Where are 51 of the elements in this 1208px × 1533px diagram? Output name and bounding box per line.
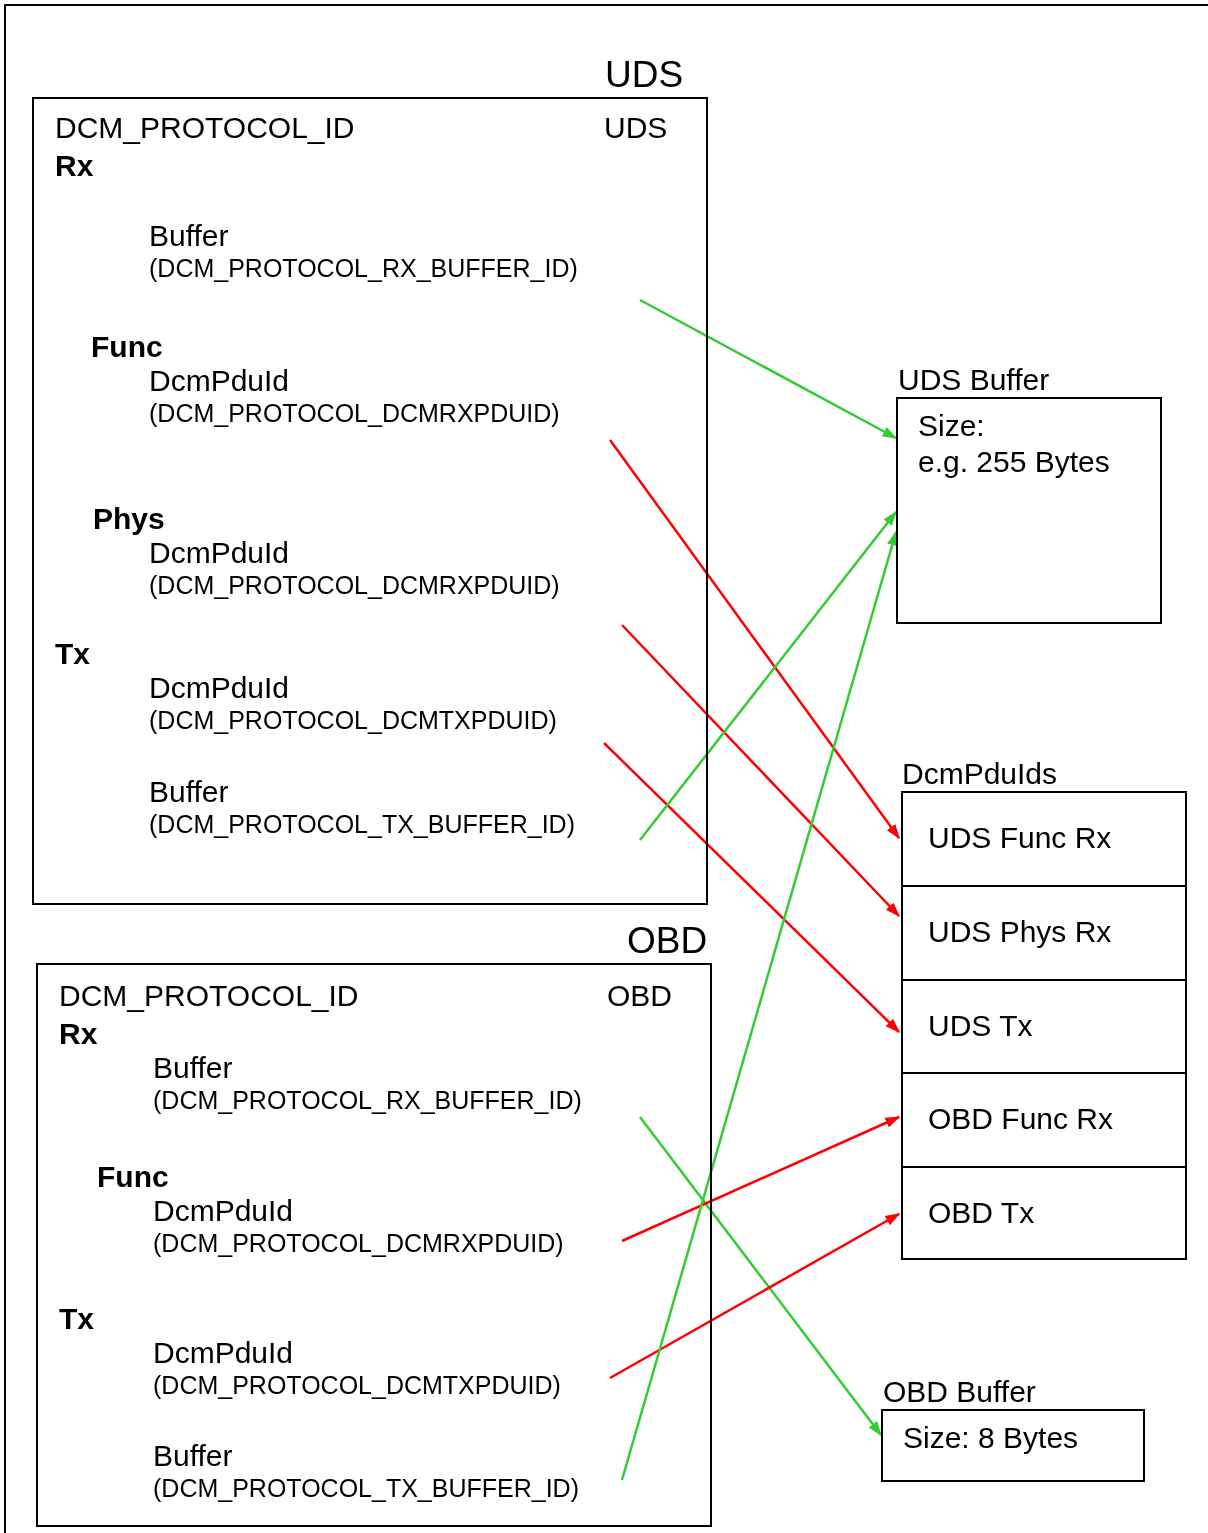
arrow xyxy=(609,439,900,840)
entry-id: (DCM_PROTOCOL_DCMRXPDUID) xyxy=(153,1228,564,1258)
arrow xyxy=(639,510,897,841)
entry-name: DcmPduId xyxy=(149,364,290,399)
entry-id: (DCM_PROTOCOL_RX_BUFFER_ID) xyxy=(149,253,578,283)
field-value: UDS xyxy=(604,111,668,146)
box-heading: UDS Buffer xyxy=(898,363,1050,398)
entry-id: (DCM_PROTOCOL_TX_BUFFER_ID) xyxy=(153,1473,579,1503)
entry-id: (DCM_PROTOCOL_DCMTXPDUID) xyxy=(149,705,557,735)
section-heading: Phys xyxy=(93,502,165,537)
field-label: DCM_PROTOCOL_ID xyxy=(59,979,359,1014)
arrow xyxy=(621,624,901,918)
arrow xyxy=(609,1212,901,1380)
box-heading: OBD Buffer xyxy=(883,1375,1036,1410)
box-heading: DcmPduIds xyxy=(902,757,1058,792)
entry-name: Buffer xyxy=(149,775,229,810)
row-label: UDS Tx xyxy=(928,1008,1033,1044)
size-text: Size: xyxy=(918,409,985,444)
entry-name: Buffer xyxy=(149,219,229,254)
entry-id: (DCM_PROTOCOL_DCMRXPDUID) xyxy=(149,398,560,428)
row-label: OBD Func Rx xyxy=(928,1102,1114,1137)
entry-id: (DCM_PROTOCOL_RX_BUFFER_ID) xyxy=(153,1085,582,1115)
field-label: DCM_PROTOCOL_ID xyxy=(55,111,355,146)
section-heading: Func xyxy=(91,330,163,365)
entry-id: (DCM_PROTOCOL_TX_BUFFER_ID) xyxy=(149,809,575,839)
arrow xyxy=(621,1115,901,1243)
section-heading: Tx xyxy=(55,637,90,672)
row-label: UDS Phys Rx xyxy=(928,914,1112,950)
arrow xyxy=(620,530,898,1481)
arrow xyxy=(639,298,898,440)
row-label: OBD Tx xyxy=(928,1196,1035,1231)
group-heading: UDS xyxy=(605,54,684,97)
section-heading: Func xyxy=(97,1160,169,1195)
entry-name: DcmPduId xyxy=(149,671,290,706)
size-text: e.g. 255 Bytes xyxy=(918,445,1110,480)
size-text: Size: 8 Bytes xyxy=(903,1421,1079,1456)
entry-name: Buffer xyxy=(153,1051,233,1086)
arrow xyxy=(603,742,901,1034)
arrow xyxy=(639,1116,882,1437)
entry-name: DcmPduId xyxy=(153,1336,294,1371)
section-heading: Rx xyxy=(55,149,94,184)
entry-id: (DCM_PROTOCOL_DCMTXPDUID) xyxy=(153,1370,561,1400)
entry-name: DcmPduId xyxy=(153,1194,294,1229)
row-label: UDS Func Rx xyxy=(928,821,1112,856)
section-heading: Rx xyxy=(59,1017,98,1052)
entry-id: (DCM_PROTOCOL_DCMRXPDUID) xyxy=(149,570,560,600)
entry-name: DcmPduId xyxy=(149,536,290,571)
section-heading: Tx xyxy=(59,1302,94,1337)
field-value: OBD xyxy=(607,979,672,1014)
group-heading: OBD xyxy=(627,920,708,963)
entry-name: Buffer xyxy=(153,1439,233,1474)
